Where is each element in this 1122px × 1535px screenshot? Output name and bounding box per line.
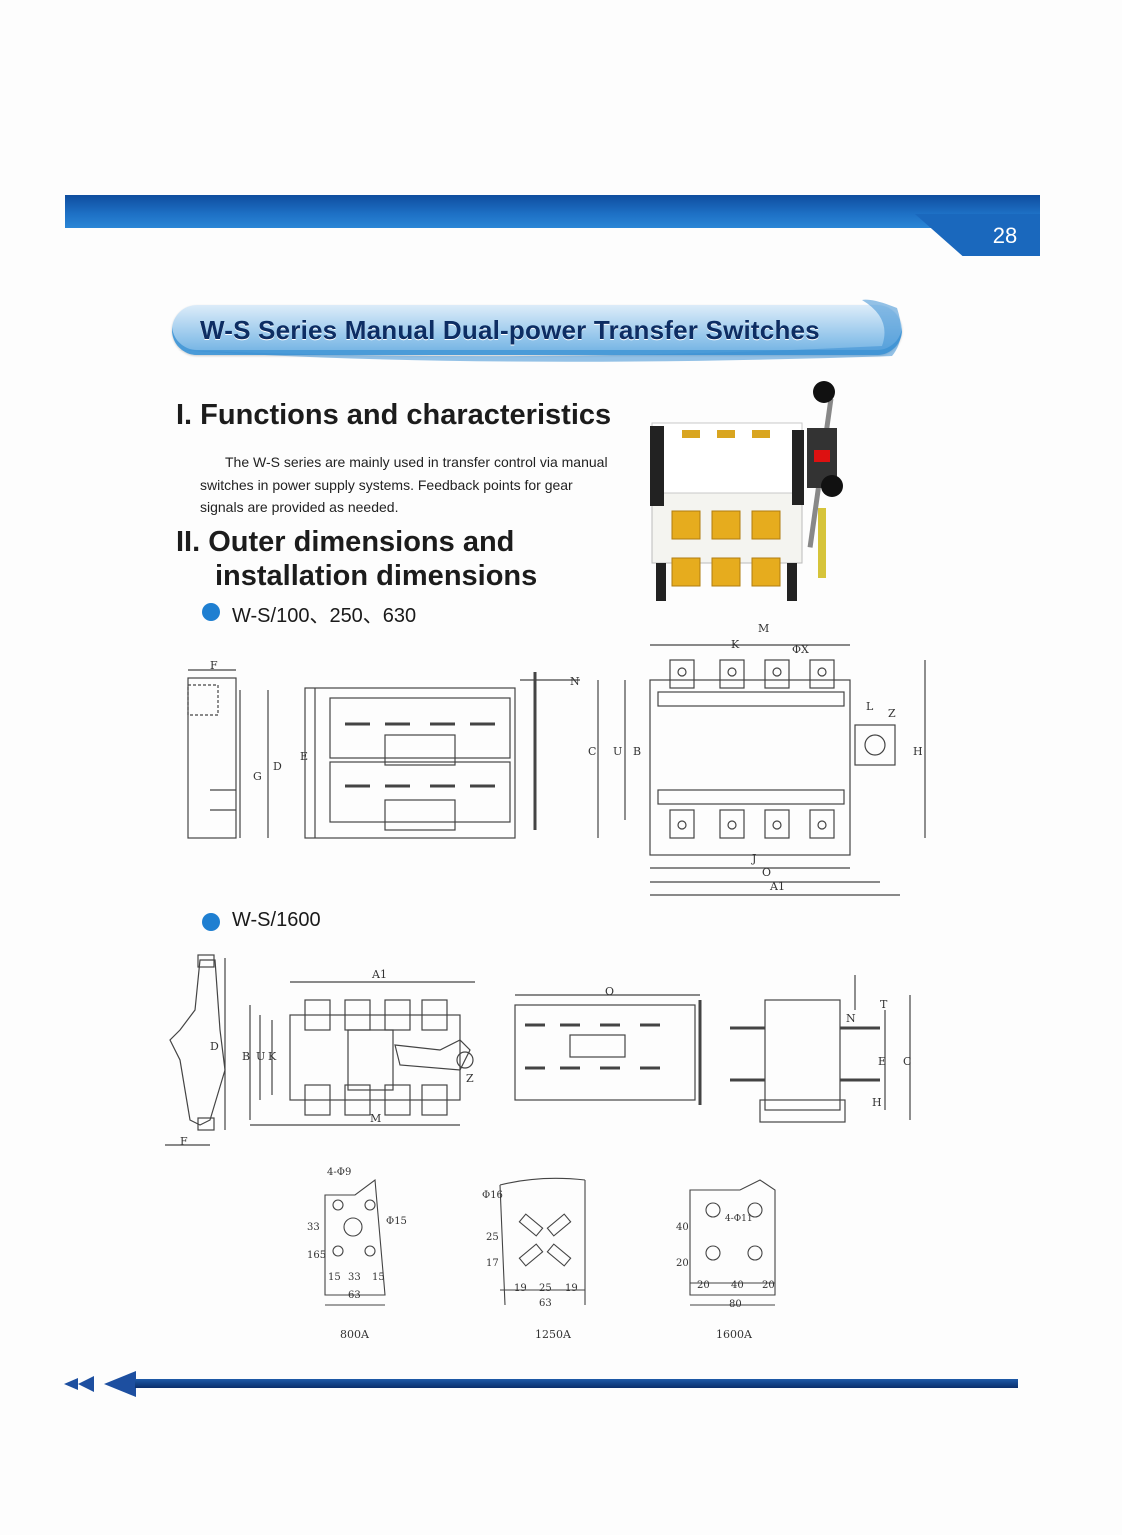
hole-dim-1250a-right: 19 [565,1283,578,1294]
hole-dim-1250a-total: 63 [539,1298,552,1309]
dim-label-z: Z [466,1072,474,1085]
end-view-1600 [730,975,911,1123]
dim-label-d: D [273,760,282,773]
dim-label-m: M [370,1112,382,1125]
bullet-dot [202,913,220,931]
title-banner [172,305,902,355]
dim-label-t: T [880,998,888,1011]
dim-label-g: G [253,770,262,783]
hole-caption-800a: 800A [340,1328,369,1341]
model-label-large: W-S/1600 [232,909,321,931]
dim-label-o: O [762,866,772,879]
hole-dim-800a-holes: 4-Φ9 [327,1167,352,1178]
footer-line [135,1379,1018,1388]
hole-dim-1250a-left: 19 [514,1283,527,1294]
hole-dim-1600a-total: 80 [729,1299,742,1310]
hole-dim-800a-vert-total: 165 [307,1250,327,1261]
section-heading-dimensions: II. Outer dimensions and [176,526,515,558]
dim-label-a1: A1 [770,880,785,893]
side-view-1600 [165,954,226,1146]
hole-dim-800a-center: Φ15 [386,1216,407,1227]
dim-label-b: B [242,1050,251,1063]
dim-label-j: J [752,852,757,865]
header-band [65,195,1040,228]
hole-dim-800a-mid: 33 [348,1272,361,1283]
dimension-drawings-small-models [187,644,926,896]
bullet-dot [202,603,220,621]
front-view-drawing [304,672,599,839]
dim-label-phi-x: ΦX [792,643,809,656]
top-view-drawing [624,644,926,896]
dim-label-a1: A1 [372,968,387,981]
dimension-drawings-1600 [165,954,911,1146]
hole-dim-800a-vert: 33 [307,1222,320,1233]
dim-label-m: M [758,622,770,635]
hole-dim-1600a-vert2: 20 [676,1258,689,1269]
dim-label-b: B [633,745,642,758]
hole-dim-1250a-dia: Φ16 [482,1190,503,1201]
top-view-1600 [249,981,475,1126]
dim-label-o: O [605,985,615,998]
dim-label-n: N [570,675,580,688]
dim-label-k: K [268,1050,277,1063]
front-view-1600 [514,994,702,1105]
dim-label-f: F [180,1135,188,1148]
section-heading-dimensions-line2: installation dimensions [215,560,538,592]
section-heading-functions: I. Functions and characteristics [176,399,612,431]
dim-label-d: D [210,1040,219,1053]
dim-label-h: H [872,1096,882,1109]
hole-dim-1600a-right: 20 [762,1280,775,1291]
title-banner-swoosh [178,299,901,362]
hole-pattern-1600a [689,1179,776,1306]
hole-dim-800a-left: 15 [328,1272,341,1283]
dim-label-u: U [256,1050,266,1063]
hole-dim-1250a-mid: 25 [539,1283,552,1294]
dim-label-e: E [878,1055,887,1068]
dim-label-l: L [866,700,874,713]
dim-label-u: U [613,745,623,758]
hole-caption-1600a: 1600A [716,1328,752,1341]
dim-label-z: Z [888,707,896,720]
hole-dim-800a-right: 15 [372,1272,385,1283]
hole-dim-1600a-left: 20 [697,1280,710,1291]
hole-pattern-800a [324,1178,386,1306]
dim-label-c: C [588,745,597,758]
hole-pattern-1250a [499,1177,586,1306]
hole-dim-1600a-holes: 4-Φ11 [725,1214,753,1224]
dim-label-e: E [300,750,309,763]
hole-caption-1250a: 1250A [535,1328,571,1341]
dim-label-h: H [913,745,923,758]
dim-label-k: K [731,638,740,651]
hole-dim-1250a-vert: 25 [486,1232,499,1243]
dim-label-c: C [903,1055,912,1068]
functions-description: The W-S series are mainly used in transf… [200,454,608,515]
model-label-small: W-S/100、250、630 [232,605,417,627]
hole-dim-1600a-mid: 40 [731,1280,744,1291]
side-view-drawing [187,669,269,839]
page-title: W-S Series Manual Dual-power Transfer Sw… [200,315,820,345]
back-arrow-icon[interactable] [64,1370,144,1400]
dim-label-n: N [846,1012,856,1025]
page-number: 28 [992,223,1018,248]
hole-dim-1600a-vert: 40 [676,1222,689,1233]
hole-dim-1250a-vert2: 17 [486,1258,499,1269]
hole-dim-800a-total: 63 [348,1290,361,1301]
product-photo [650,381,843,601]
hole-pattern-drawings [324,1177,776,1306]
dim-label-f: F [210,659,218,672]
